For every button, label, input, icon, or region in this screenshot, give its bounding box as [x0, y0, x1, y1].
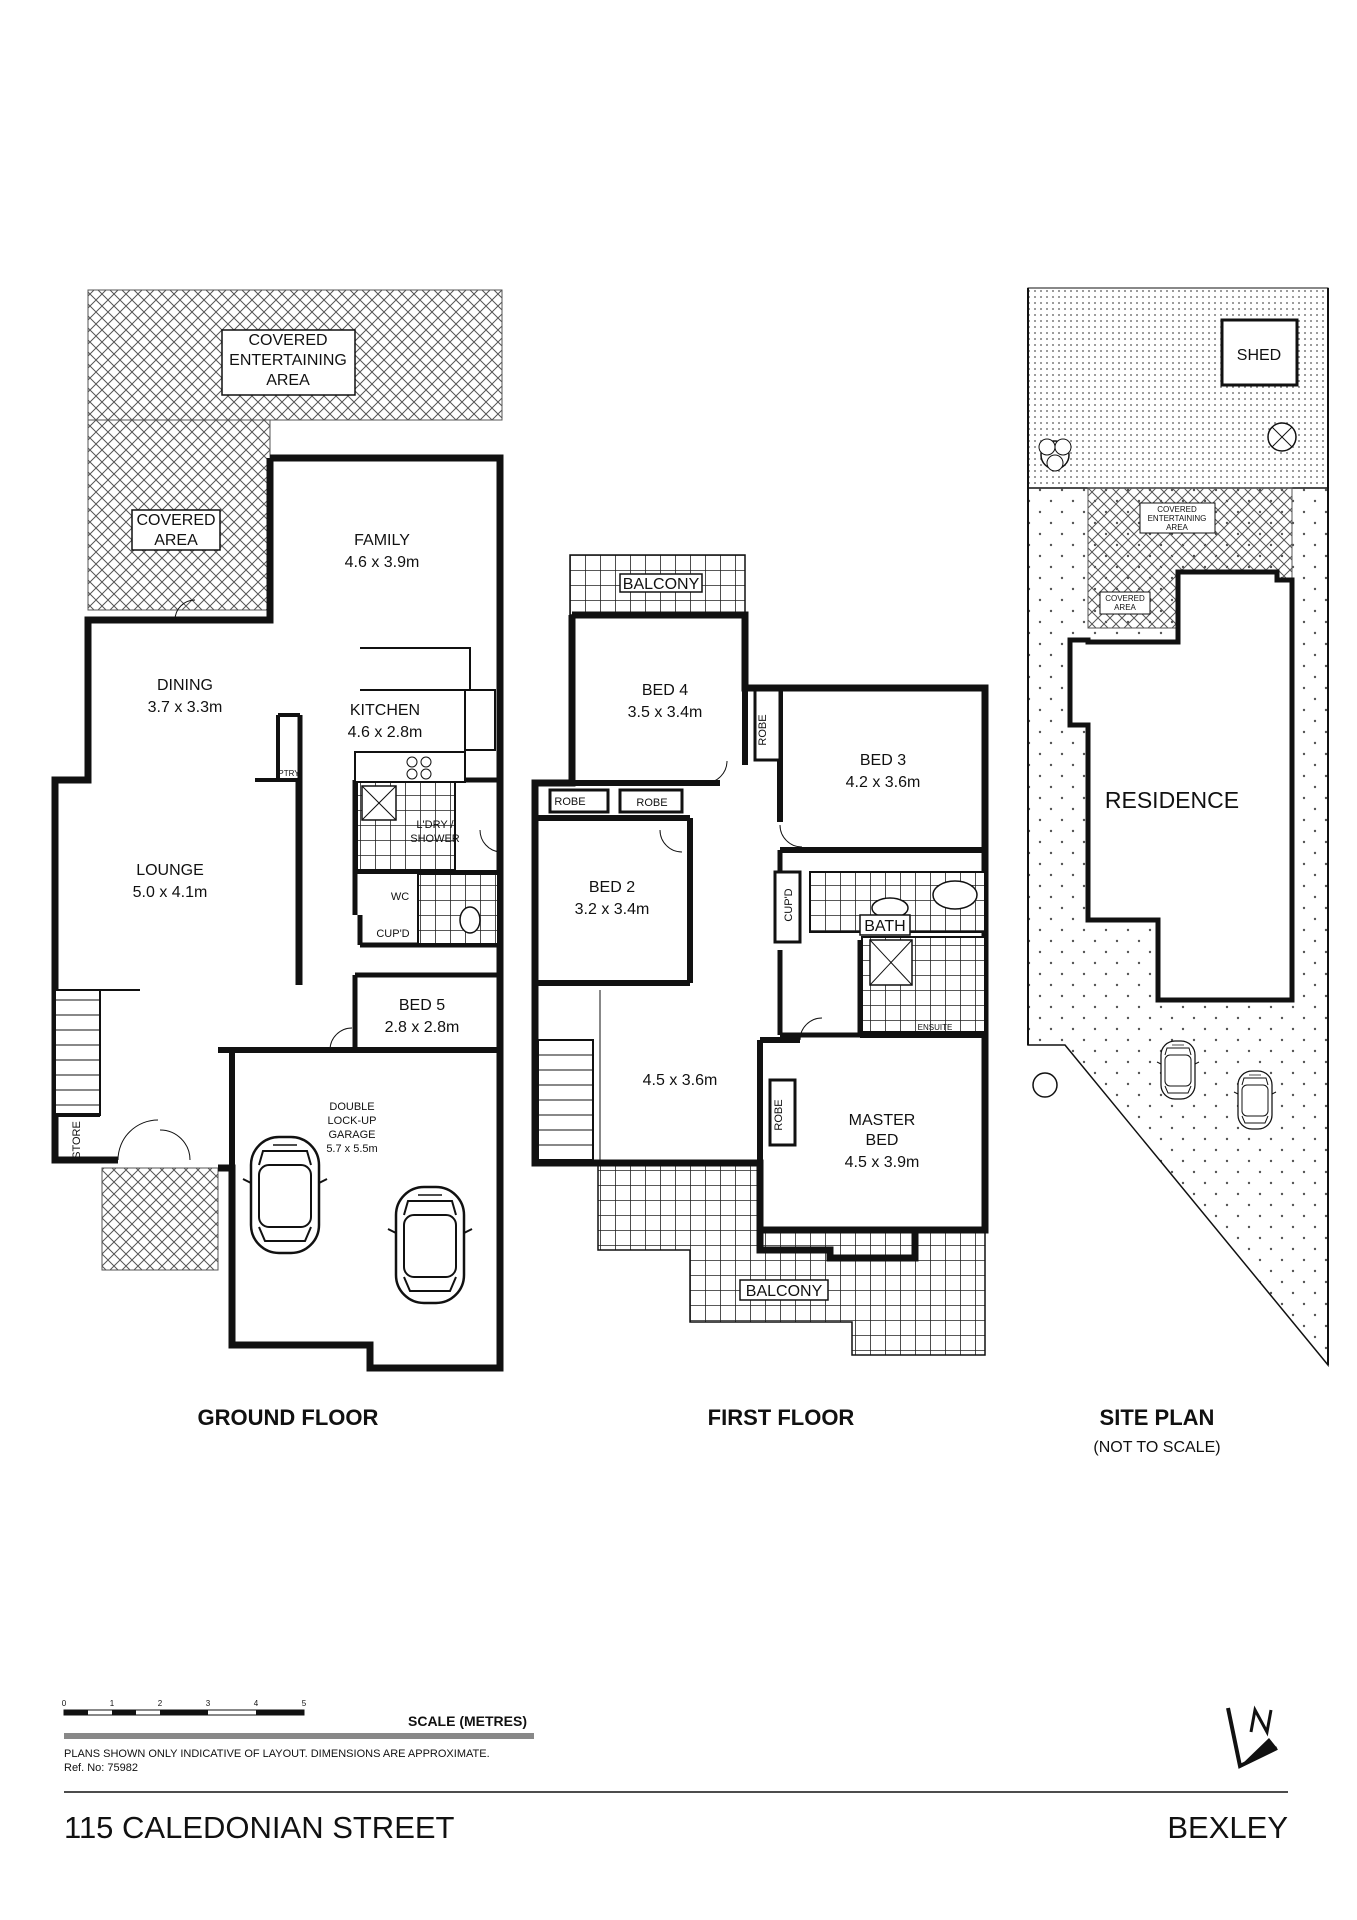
scale-tick-2: 2 — [158, 1699, 163, 1708]
shrub-icon-1 — [1038, 438, 1072, 472]
garage-line1: DOUBLE — [329, 1101, 374, 1113]
dining-room-name: DINING — [157, 677, 213, 694]
scale-tick-3: 3 — [206, 1699, 211, 1708]
family-room-name: FAMILY — [354, 532, 410, 549]
scale-bar: 0 1 2 3 4 5 SCALE (METRES) — [62, 1699, 534, 1739]
family-room-dims: 4.6 x 3.9m — [345, 554, 420, 571]
bed2-dims: 3.2 x 3.4m — [575, 901, 650, 918]
site-car-icon-1 — [1156, 1040, 1200, 1100]
laundry-line1: L'DRY / — [416, 819, 454, 831]
gf-covered-area-box — [131, 509, 221, 551]
gf-covered-entertaining-line3: AREA — [266, 372, 310, 389]
scale-tick-1: 1 — [110, 1699, 115, 1708]
lounge-dims: 5.0 x 4.1m — [133, 884, 208, 901]
property-suburb: BEXLEY — [1167, 1810, 1288, 1845]
site-plan-drawing — [1027, 287, 1329, 1368]
bath-box — [859, 914, 911, 936]
ff-balcony-bottom-box — [739, 1279, 829, 1301]
site-covered-entertaining-line1: COVERED — [1157, 505, 1197, 514]
garage-dims: 5.7 x 5.5m — [326, 1143, 377, 1155]
north-arrow-icon — [1226, 1705, 1278, 1769]
shrub-icon-2 — [1267, 422, 1297, 452]
first-floor-plan — [531, 554, 989, 1356]
bed4-dims: 3.5 x 3.4m — [628, 704, 703, 721]
scale-label: SCALE (METRES) — [408, 1713, 527, 1729]
scale-tick-0: 0 — [62, 1699, 67, 1708]
gf-covered-area-line1: COVERED — [136, 512, 215, 529]
first-floor-title: FIRST FLOOR — [708, 1405, 855, 1430]
store-label: STORE — [71, 1121, 83, 1159]
wc-label: WC — [391, 891, 409, 903]
ff-balcony-top-box — [619, 573, 703, 593]
ff-robe-a: ROBE — [554, 796, 585, 808]
shrub-icon-3 — [1032, 1072, 1058, 1098]
property-address: 115 CALEDONIAN STREET — [64, 1810, 455, 1845]
kitchen-dims: 4.6 x 2.8m — [348, 724, 423, 741]
ff-robe-bed3: ROBE — [757, 714, 769, 745]
laundry-line2: SHOWER — [410, 833, 460, 845]
garage-line2: LOCK-UP — [328, 1115, 377, 1127]
gf-covered-entertaining-box — [221, 329, 356, 396]
gf-covered-entertaining-line2: ENTERTAINING — [229, 352, 347, 369]
bed5-name: BED 5 — [399, 997, 445, 1014]
site-covered-area-line2: AREA — [1114, 603, 1136, 612]
dining-room-dims: 3.7 x 3.3m — [148, 699, 223, 716]
lounge-name: LOUNGE — [136, 862, 204, 879]
disclaimer-text: PLANS SHOWN ONLY INDICATIVE OF LAYOUT. D… — [64, 1748, 490, 1760]
bed5-dims: 2.8 x 2.8m — [385, 1019, 460, 1036]
site-covered-entertaining-line3: AREA — [1166, 523, 1188, 532]
site-plan-title: SITE PLAN — [1100, 1405, 1215, 1430]
scale-tick-4: 4 — [254, 1699, 259, 1708]
gf-covered-entertaining-line1: COVERED — [248, 332, 327, 349]
ff-balcony-bottom-label: BALCONY — [746, 1283, 823, 1300]
ff-robe-b: ROBE — [636, 797, 667, 809]
master-bed-line2: BED — [866, 1132, 899, 1149]
site-covered-entertaining-line2: ENTERTAINING — [1148, 514, 1207, 523]
site-covered-entertaining-box — [1139, 502, 1216, 534]
bed3-name: BED 3 — [860, 752, 906, 769]
gf-cupboard-label: CUP'D — [376, 928, 409, 940]
bath-label: BATH — [864, 918, 905, 935]
scale-tick-5: 5 — [302, 1699, 307, 1708]
ground-floor-title: GROUND FLOOR — [198, 1405, 379, 1430]
ensuite-label: ENSUITE — [918, 1023, 953, 1032]
ff-cupboard-label: CUP'D — [783, 888, 795, 921]
garage-line3: GARAGE — [328, 1129, 375, 1141]
gf-covered-area-line2: AREA — [154, 532, 198, 549]
bed2-name: BED 2 — [589, 879, 635, 896]
bed4-name: BED 4 — [642, 682, 688, 699]
bed3-dims: 4.2 x 3.6m — [846, 774, 921, 791]
site-plan-subtitle: (NOT TO SCALE) — [1093, 1439, 1220, 1456]
site-covered-area-box — [1099, 591, 1151, 615]
ff-robe-master: ROBE — [773, 1099, 785, 1130]
kitchen-name: KITCHEN — [350, 702, 420, 719]
residence-label: RESIDENCE — [1105, 787, 1239, 813]
shed-label: SHED — [1237, 347, 1281, 364]
master-bed-dims: 4.5 x 3.9m — [845, 1154, 920, 1171]
reference-number: Ref. No: 75982 — [64, 1762, 138, 1774]
site-covered-area-line1: COVERED — [1105, 594, 1145, 603]
master-bed-line1: MASTER — [849, 1112, 916, 1129]
ff-hall-dims: 4.5 x 3.6m — [643, 1072, 718, 1089]
site-car-icon-2 — [1233, 1070, 1277, 1130]
ff-balcony-top-label: BALCONY — [623, 576, 700, 593]
pantry-label: PTRY — [278, 769, 300, 778]
